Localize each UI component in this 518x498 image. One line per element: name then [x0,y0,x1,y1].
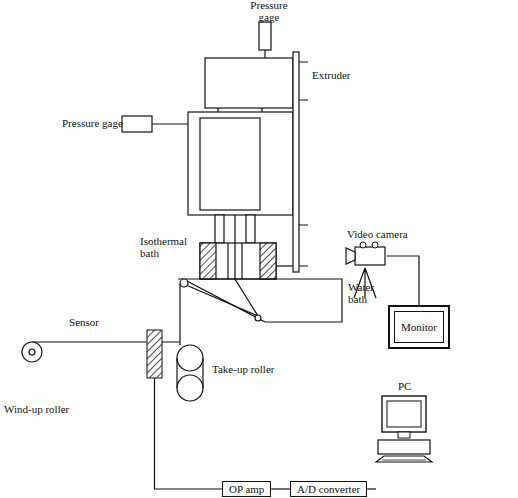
signal-wire [387,256,419,305]
part-label: Wind-up roller [4,404,69,416]
signal-wire [367,488,376,489]
signal-wire [155,378,223,489]
pc-node: PC [376,396,432,492]
box-label: OP amp [229,483,264,495]
node-label: PC [398,380,411,392]
pc-symbol [376,396,432,492]
signal-wire [271,488,290,489]
part-label: Take-up roller [212,364,274,376]
part-label: Water bath [348,282,384,305]
node-label: Sensor [69,316,99,328]
box-label: A/D converter [297,483,360,495]
camera-node: Video camera [345,245,387,267]
sensor-node: Sensor [147,330,162,378]
camera-symbol [345,245,387,267]
sensor-symbol [147,330,162,378]
part-label: Extruder [312,70,350,82]
node-label: Video camera [347,228,408,240]
node-label: Monitor [401,321,437,333]
part-label: Isothermal bath [140,236,196,259]
box-node: OP amp [222,481,271,497]
part-label: Pressure gage [244,0,294,23]
part-label: Pressure gage [62,118,123,130]
monitor-node: Monitor [388,305,450,349]
box-node: A/D converter [290,481,367,497]
